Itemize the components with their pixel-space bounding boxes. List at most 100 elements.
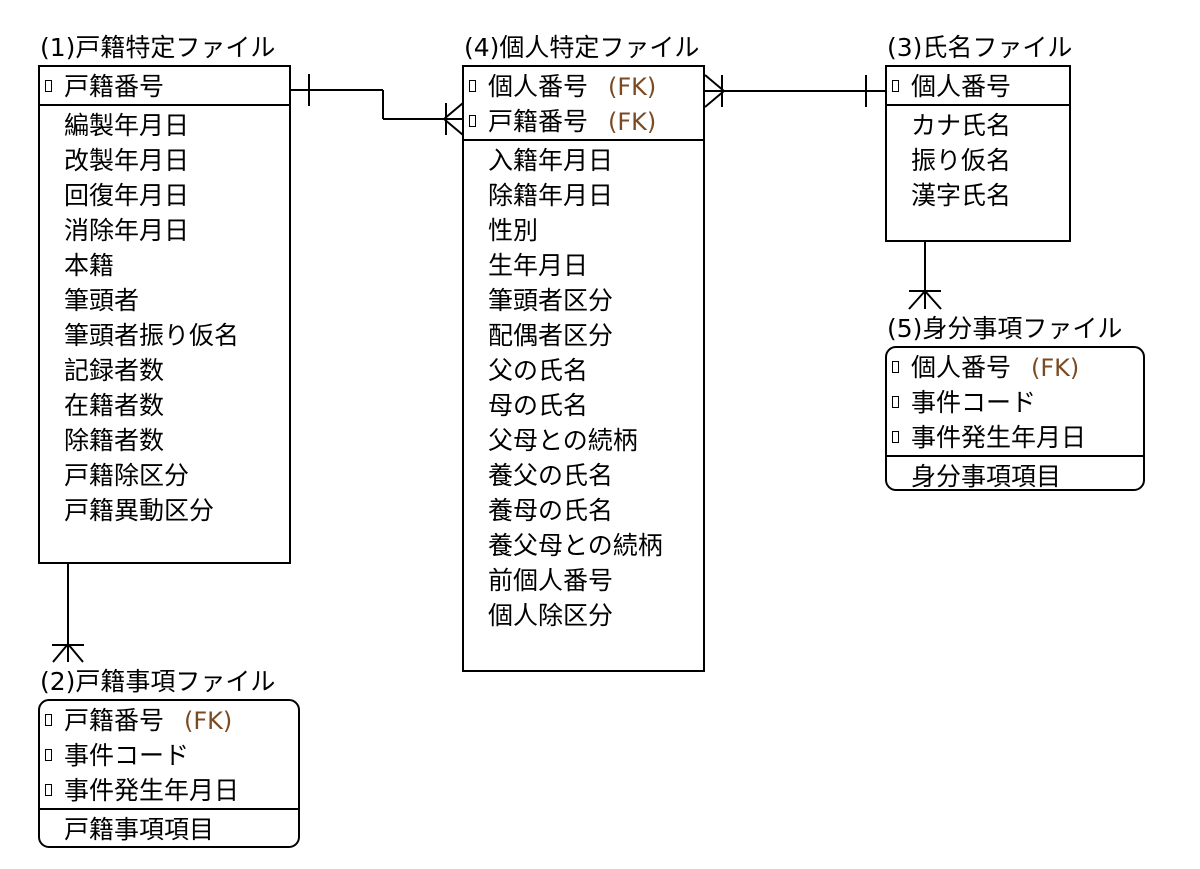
attribute-section: 身分事項項目: [887, 457, 1143, 494]
attribute-row: カナ氏名: [887, 108, 1069, 143]
key-row: 個人番号(FK): [887, 350, 1143, 385]
key-icon: [45, 749, 52, 761]
primary-key-section: 戸籍番号(FK) 事件コード 事件発生年月日: [40, 701, 298, 810]
crowfoot-right: [67, 643, 84, 663]
attribute-row: 筆頭者振り仮名: [40, 318, 289, 353]
attribute-label: 漢字氏名: [911, 181, 1012, 210]
key-label: 戸籍番号: [64, 72, 165, 101]
attribute-row: 入籍年月日: [464, 143, 703, 178]
attribute-label: 生年月日: [488, 251, 589, 280]
attribute-label: 養父の氏名: [488, 461, 614, 490]
attribute-row: 筆頭者: [40, 283, 289, 318]
attribute-section: 戸籍事項項目: [40, 810, 298, 847]
crowfoot-upper: [704, 74, 725, 92]
attribute-label: 前個人番号: [488, 566, 614, 595]
attribute-row: 養父の氏名: [464, 458, 703, 493]
attribute-label: 編製年月日: [64, 111, 190, 140]
attribute-label: 養父母との続柄: [488, 531, 663, 560]
crowfoot-lower: [704, 90, 725, 108]
attribute-label: 記録者数: [64, 356, 165, 385]
key-icon: [469, 115, 476, 127]
key-row: 事件コード: [887, 385, 1143, 420]
key-icon: [45, 714, 52, 726]
attribute-row: 回復年月日: [40, 178, 289, 213]
primary-key-section: 個人番号 (FK) 戸籍番号 (FK): [464, 67, 703, 141]
attribute-label: 筆頭者区分: [488, 286, 614, 315]
attribute-label: 戸籍異動区分: [64, 496, 215, 525]
key-row: 事件発生年月日: [40, 773, 298, 808]
attribute-row: 性別: [464, 213, 703, 248]
attribute-label: カナ氏名: [911, 111, 1012, 140]
key-row: 個人番号 (FK): [464, 69, 703, 104]
key-label: 個人番号: [911, 72, 1012, 101]
key-row: 事件コード: [40, 738, 298, 773]
fk-marker: (FK): [184, 707, 233, 735]
attribute-row: 父母との続柄: [464, 423, 703, 458]
key-label: 事件コード: [64, 741, 190, 770]
key-label: 事件コード: [911, 388, 1037, 417]
attribute-row: 消除年月日: [40, 213, 289, 248]
attribute-label: 本籍: [64, 251, 115, 280]
key-label: 事件発生年月日: [911, 423, 1087, 452]
attribute-row: 改製年月日: [40, 143, 289, 178]
attribute-row: 養父母との続柄: [464, 528, 703, 563]
entity-title: (2)戸籍事項ファイル: [40, 667, 276, 696]
crowfoot-upper: [443, 102, 464, 120]
entity-box: 戸籍番号(FK) 事件コード 事件発生年月日 戸籍事項項目: [38, 699, 300, 848]
crowfoot-right: [924, 290, 942, 310]
attribute-label: 在籍者数: [64, 391, 165, 420]
attribute-label: 除籍者数: [64, 426, 165, 455]
attribute-row: 身分事項項目: [887, 459, 1143, 494]
attribute-label: 振り仮名: [911, 146, 1012, 175]
attribute-row: 戸籍除区分: [40, 458, 289, 493]
crowfoot-left: [908, 290, 926, 310]
attribute-row: 父の氏名: [464, 353, 703, 388]
attribute-label: 筆頭者: [64, 286, 140, 315]
attribute-row: 除籍者数: [40, 423, 289, 458]
crowfoot-left: [52, 643, 69, 663]
key-row: 戸籍番号: [40, 69, 289, 104]
entity-box: 個人番号(FK) 事件コード 事件発生年月日 身分事項項目: [885, 346, 1145, 491]
attribute-row: 母の氏名: [464, 388, 703, 423]
attribute-row: 在籍者数: [40, 388, 289, 423]
entity-title: (4)個人特定ファイル: [464, 33, 700, 62]
attribute-row: 編製年月日: [40, 108, 289, 143]
key-label: 個人番号: [488, 72, 589, 101]
attribute-row: 戸籍事項項目: [40, 812, 298, 847]
fk-marker: (FK): [1031, 354, 1080, 382]
attribute-label: 改製年月日: [64, 146, 190, 175]
attribute-row: 除籍年月日: [464, 178, 703, 213]
entity-title: (5)身分事項ファイル: [887, 314, 1123, 343]
key-icon: [469, 80, 476, 92]
attribute-label: 父の氏名: [488, 356, 589, 385]
attribute-row: 前個人番号: [464, 563, 703, 598]
fk-marker: (FK): [608, 108, 657, 136]
key-icon: [892, 361, 899, 373]
attribute-row: 筆頭者区分: [464, 283, 703, 318]
attribute-label: 身分事項項目: [911, 462, 1062, 491]
key-icon: [892, 396, 899, 408]
entity-box: 個人番号 (FK) 戸籍番号 (FK) 入籍年月日 除籍年月日 性別 生年月日 筆頭…: [462, 65, 705, 672]
attribute-row: 記録者数: [40, 353, 289, 388]
attribute-label: 戸籍除区分: [64, 461, 190, 490]
key-row: 個人番号: [887, 69, 1069, 104]
attribute-row: 本籍: [40, 248, 289, 283]
key-label: 事件発生年月日: [64, 776, 240, 805]
fk-marker: (FK): [608, 73, 657, 101]
attribute-label: 配偶者区分: [488, 321, 614, 350]
attribute-row: 生年月日: [464, 248, 703, 283]
primary-key-section: 個人番号(FK) 事件コード 事件発生年月日: [887, 348, 1143, 457]
key-label: 戸籍番号: [488, 107, 589, 136]
primary-key-section: 個人番号: [887, 67, 1069, 106]
attribute-row: 個人除区分: [464, 598, 703, 633]
entity-box: 個人番号 カナ氏名 振り仮名 漢字氏名: [885, 65, 1071, 242]
relation-shimei-to-kojin: [704, 74, 885, 108]
key-icon: [45, 784, 52, 796]
attribute-label: 個人除区分: [488, 601, 614, 630]
entity-box: 戸籍番号 編製年月日 改製年月日 回復年月日 消除年月日 本籍 筆頭者 筆頭者振…: [38, 65, 291, 564]
key-row: 戸籍番号(FK): [40, 703, 298, 738]
key-icon: [892, 80, 899, 92]
attribute-label: 母の氏名: [488, 391, 589, 420]
attribute-label: 回復年月日: [64, 181, 190, 210]
primary-key-section: 戸籍番号: [40, 67, 289, 106]
